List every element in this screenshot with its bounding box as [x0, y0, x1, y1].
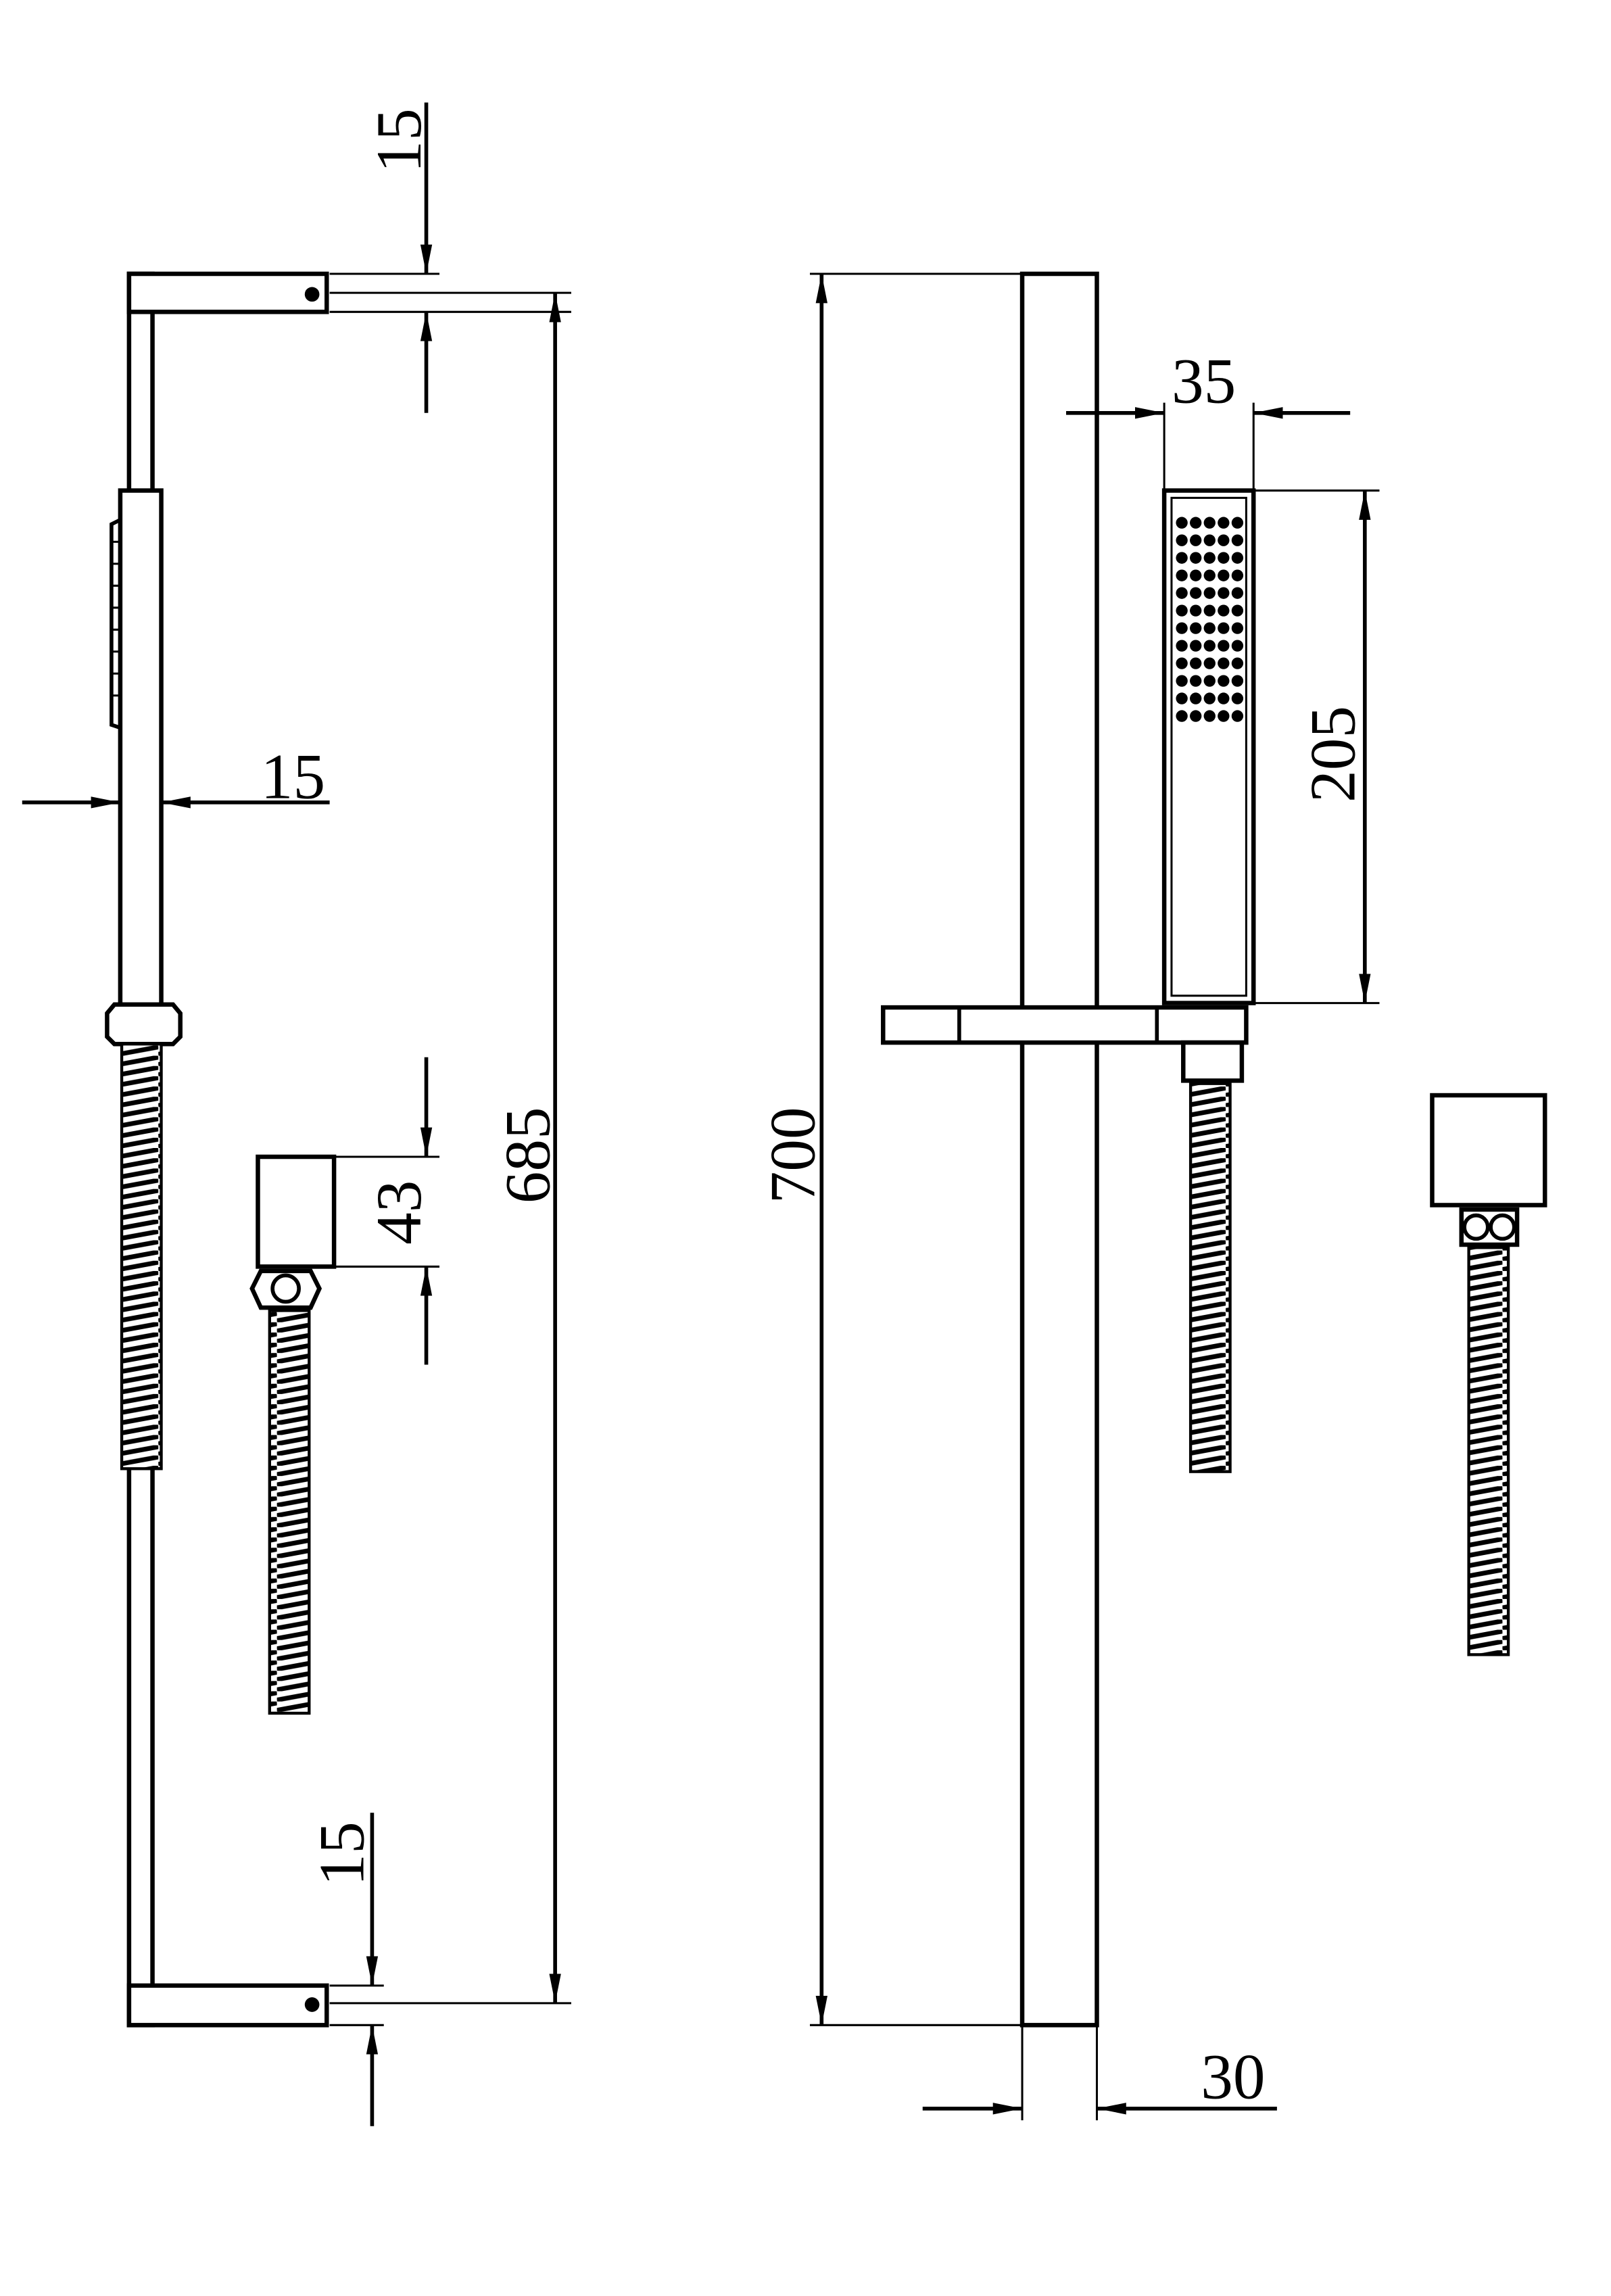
nozzle-dot	[1190, 622, 1202, 634]
nozzle-dot	[1176, 604, 1188, 617]
wall-elbow-side	[256, 1154, 337, 1269]
nozzle-dot	[1231, 587, 1244, 599]
nozzle-dot	[1176, 517, 1188, 529]
nozzle-dot	[1218, 587, 1230, 599]
top-wall-bracket	[126, 271, 329, 314]
nozzle-dot	[1176, 534, 1188, 546]
nozzle-dot	[1231, 622, 1244, 634]
nozzle-dot	[1190, 604, 1202, 617]
nozzle-dot	[1190, 640, 1202, 652]
dim-label: 43	[363, 1180, 435, 1245]
nozzle-dot	[1203, 640, 1216, 652]
side-view: 15 685 15 43 15	[22, 102, 571, 2126]
handset-front	[1161, 488, 1256, 1005]
nozzle-dot	[1176, 640, 1188, 652]
dim-label: 700	[756, 1107, 828, 1203]
dim-label: 15	[261, 740, 325, 812]
outlet-hose-front	[1467, 1246, 1510, 1656]
nozzle-dot	[1190, 657, 1202, 669]
nozzle-dot	[1218, 569, 1230, 581]
nozzle-dot	[1176, 552, 1188, 564]
nozzle-dot	[1176, 657, 1188, 669]
nozzle-dot	[1203, 692, 1216, 704]
nozzle-dot	[1203, 569, 1216, 581]
nozzle-dot	[1190, 552, 1202, 564]
dim-label: 205	[1297, 706, 1369, 803]
nozzle-dot	[1231, 692, 1244, 704]
nozzle-dot	[1218, 657, 1230, 669]
nozzle-dot	[1231, 657, 1244, 669]
dim-elbow-43: 43	[334, 1057, 440, 1365]
dim-top-arm: 15	[329, 102, 571, 413]
nozzle-dot	[1231, 640, 1244, 652]
nozzle-dot	[1218, 622, 1230, 634]
nozzle-dot	[1176, 710, 1188, 722]
nozzle-dot	[1203, 517, 1216, 529]
dim-rail-width: 15	[22, 740, 330, 812]
nozzle-dot	[1176, 692, 1188, 704]
dim-rail-700: 700	[756, 272, 1026, 2026]
hose-front	[1188, 1082, 1232, 1473]
nozzle-dot	[1218, 675, 1230, 687]
nozzle-dot	[1218, 640, 1230, 652]
wall-outlet-front	[1430, 1093, 1547, 1207]
nozzle-dot	[1231, 710, 1244, 722]
nozzle-dot	[1190, 587, 1202, 599]
nozzle-dot	[1218, 692, 1230, 704]
nozzle-dot	[1190, 569, 1202, 581]
nozzle-dot	[1190, 710, 1202, 722]
handset-side	[110, 488, 164, 1009]
nozzle-dot	[1203, 675, 1216, 687]
spray-nozzles	[1176, 517, 1244, 722]
nozzle-dot	[1176, 569, 1188, 581]
nozzle-dot	[1203, 604, 1216, 617]
nozzle-dot	[1203, 587, 1216, 599]
elbow-nut-side	[249, 1268, 322, 1310]
dim-overall-685: 685	[329, 291, 571, 2005]
dim-handset-205: 205	[1253, 489, 1380, 1005]
nozzle-dot	[1203, 710, 1216, 722]
hose-side	[120, 1043, 163, 1470]
slide-rail-front	[1019, 271, 1099, 2028]
nozzle-dot	[1218, 710, 1230, 722]
dim-label: 15	[363, 108, 435, 172]
front-view: 700 30 35 205	[756, 271, 1547, 2121]
bottom-wall-bracket	[126, 1983, 329, 2028]
dim-label: 15	[306, 1821, 377, 1886]
bottom-bracket-screw	[304, 1997, 320, 2012]
nozzle-dot	[1218, 552, 1230, 564]
nozzle-dot	[1231, 569, 1244, 581]
nozzle-dot	[1176, 587, 1188, 599]
nozzle-dot	[1231, 517, 1244, 529]
nozzle-dot	[1190, 675, 1202, 687]
handset-holder	[881, 1005, 1249, 1083]
top-bracket-screw	[304, 287, 320, 302]
nozzle-dot	[1231, 604, 1244, 617]
dim-handset-35: 35	[1066, 345, 1351, 491]
elbow-hose-side	[268, 1309, 311, 1715]
nozzle-dot	[1203, 534, 1216, 546]
dim-label: 685	[491, 1107, 563, 1203]
nozzle-dot	[1203, 552, 1216, 564]
hose-nut-side	[105, 1002, 183, 1047]
nozzle-dot	[1218, 604, 1230, 617]
nozzle-dot	[1231, 534, 1244, 546]
dim-rail-30: 30	[922, 2025, 1277, 2121]
dim-label: 35	[1172, 345, 1236, 417]
dim-label: 30	[1201, 2041, 1265, 2113]
nozzle-dot	[1218, 534, 1230, 546]
nozzle-dot	[1203, 622, 1216, 634]
nozzle-dot	[1176, 675, 1188, 687]
nozzle-dot	[1231, 675, 1244, 687]
dim-bottom-arm: 15	[306, 1813, 384, 2126]
nozzle-dot	[1231, 552, 1244, 564]
nozzle-dot	[1203, 657, 1216, 669]
nozzle-dot	[1176, 622, 1188, 634]
nozzle-dot	[1190, 692, 1202, 704]
nozzle-dot	[1190, 534, 1202, 546]
nozzle-dot	[1218, 517, 1230, 529]
nozzle-dot	[1190, 517, 1202, 529]
